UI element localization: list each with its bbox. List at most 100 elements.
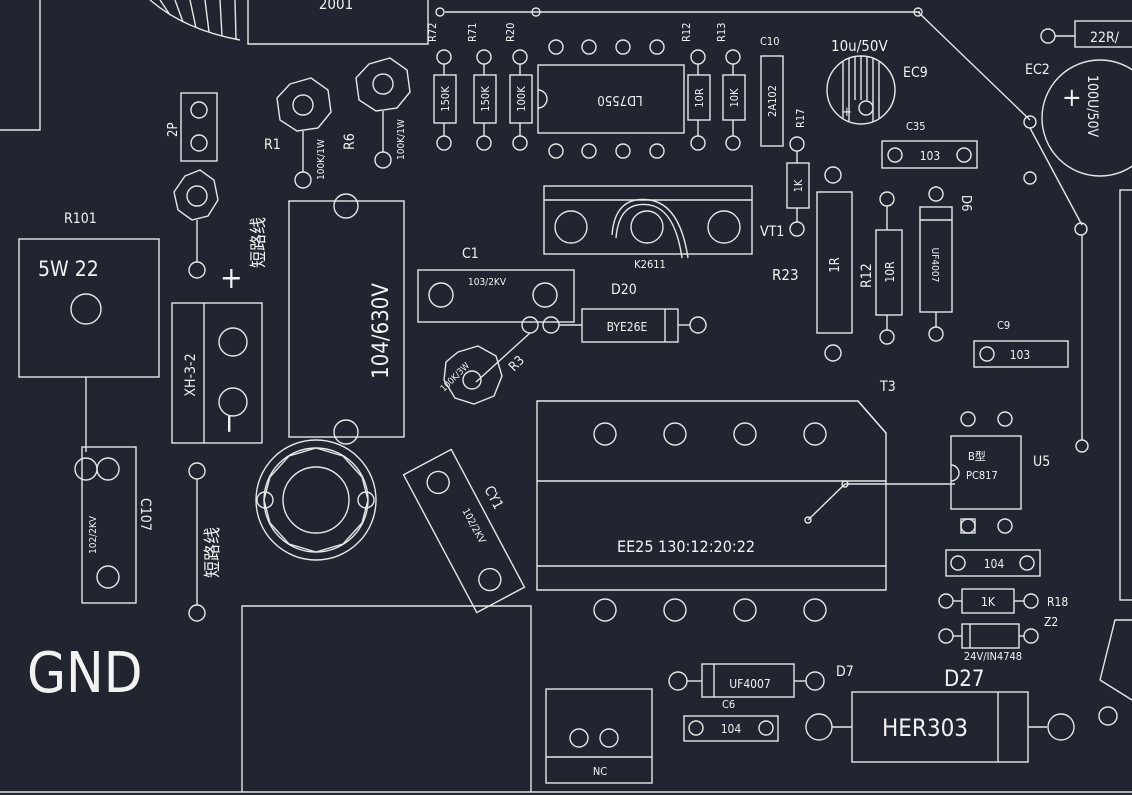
value-ec2: 100U/50V (1084, 75, 1100, 138)
value-c9: 103 (1010, 348, 1031, 362)
label-ld7550: LD7550 (597, 92, 642, 107)
resistor-r12-mid: R12 10R (859, 191, 903, 345)
value-vt1: K2611 (634, 258, 666, 271)
connector-nc: NC (545, 688, 653, 784)
label-ec9: EC9 (903, 65, 928, 81)
value-d7: UF4007 (729, 677, 771, 691)
label-c9: C9 (997, 319, 1010, 332)
value-d20: BYE26E (607, 320, 648, 334)
capacitor-c9: C9 103 (973, 319, 1069, 368)
resistor-r17: R17 1K (786, 109, 810, 237)
plus-sign: + (220, 261, 243, 296)
label-r20: R20 (504, 23, 517, 42)
value-r13: 10K (728, 88, 741, 108)
value-r1: 100K/1W (316, 139, 327, 180)
label-r1: R1 (264, 137, 281, 153)
label-t3: T3 (879, 379, 896, 395)
label-r101: R101 (64, 211, 97, 227)
value-r101: 5W 22 (38, 257, 99, 281)
value-c35: 103 (920, 149, 941, 163)
value-ec9: 10u/50V (831, 37, 888, 55)
capacitor-c107: 102/2KV C107 (74, 446, 153, 604)
label-r72: R72 (426, 23, 439, 42)
value-c1: 103/2KV (468, 277, 507, 288)
label-r23: R23 (772, 266, 799, 284)
label-r17: R17 (794, 109, 807, 128)
value-r12-mid: 10R (883, 261, 897, 283)
ec2-plus: + (1062, 83, 1082, 113)
label-short-b: 短路线 (203, 527, 223, 578)
label-2p: 2P (166, 123, 181, 138)
label-r71: R71 (466, 23, 479, 42)
minus-sign: − (212, 413, 245, 434)
value-r72: 150K (439, 86, 452, 112)
label-r12-top: R12 (680, 23, 693, 42)
capacitor-c35: C35 103 (881, 120, 978, 169)
optocoupler-u5: U5 B型 PC817 (950, 411, 1050, 534)
label-ec2: EC2 (1025, 62, 1050, 78)
label-r6: R6 (342, 133, 358, 150)
label-gnd: GND (27, 641, 143, 706)
resistor-r6: R6 100K/1W (342, 57, 411, 169)
label-c107: C107 (137, 498, 153, 531)
u5-type: B型 (968, 449, 986, 463)
inductor-round (255, 439, 377, 561)
coil-partial (149, 0, 241, 41)
value-z2: 24V/IN4748 (964, 650, 1022, 663)
label-r12-mid: R12 (859, 263, 875, 288)
transformer-t3: T3 EE25 130:12:20:22 (536, 379, 955, 622)
label-c6: C6 (722, 698, 735, 711)
label-c10: C10 (760, 35, 780, 48)
short-link-b: 短路线 (188, 462, 223, 622)
resistor-r71: R71 150K (466, 23, 497, 151)
capacitor-c10: C10 2A102 (760, 35, 784, 147)
value-u5: PC817 (966, 469, 998, 482)
value-transformer: EE25 130:12:20:22 (617, 537, 755, 556)
value-r12-top: 10R (693, 88, 706, 108)
value-r71: 150K (479, 86, 492, 112)
value-r18: 1K (981, 595, 996, 609)
label-short-a: 短路线 (249, 217, 269, 268)
capacitor-c6: C6 104 (683, 698, 779, 742)
capacitor-c1: C1 103/2KV (417, 246, 575, 323)
top-component-2001: 2001 (247, 0, 429, 45)
resistor-r72: R72 150K (426, 23, 457, 151)
label-d7: D7 (836, 664, 854, 680)
label-d6: D6 (958, 195, 973, 211)
value-c107: 102/2KV (88, 515, 99, 554)
connector-xh-3-2: XH-3-2 − (171, 302, 263, 444)
resistor-r23: R23 1R (772, 166, 853, 362)
value-d27: HER303 (882, 714, 968, 742)
label-nc: NC (593, 765, 607, 778)
label-vt1: VT1 (760, 224, 784, 240)
value-r17: 1K (792, 179, 805, 192)
value-c6: 104 (721, 722, 742, 736)
label-u5: U5 (1033, 454, 1050, 470)
resistor-r18: 1K R18 (938, 588, 1068, 614)
diode-d6: D6 UF4007 (919, 186, 973, 342)
label-c35: C35 (906, 120, 926, 133)
resistor-r20: R20 100K (504, 23, 533, 151)
ec9-plus: + (842, 105, 852, 120)
short-link-a: 短路线 + (173, 169, 269, 296)
capacitor-ec9: + 10u/50V EC9 (826, 37, 928, 125)
label-d20: D20 (611, 282, 637, 298)
connector-2p: 2P (166, 92, 218, 162)
resistor-r12-top: R12 10R (680, 23, 711, 151)
diode-d20: D20 BYE26E (521, 282, 707, 343)
label-22r: 22R/ (1090, 30, 1120, 46)
label-r18: R18 (1047, 595, 1068, 609)
resistor-r101: R101 5W 22 (18, 211, 160, 452)
diode-d7: D7 UF4007 (668, 663, 854, 698)
component-bottom-right (1098, 619, 1132, 726)
top-rail (435, 7, 1089, 453)
value-r20: 100K (515, 86, 528, 112)
label-xh: XH-3-2 (183, 353, 199, 396)
bottom-outline (241, 605, 532, 792)
value-r23: 1R (828, 257, 843, 273)
transistor-vt1: VT1 K2611 (543, 185, 784, 271)
diode-d27: D27 HER303 (805, 667, 1075, 763)
label-top-partial: 2001 (319, 0, 353, 13)
